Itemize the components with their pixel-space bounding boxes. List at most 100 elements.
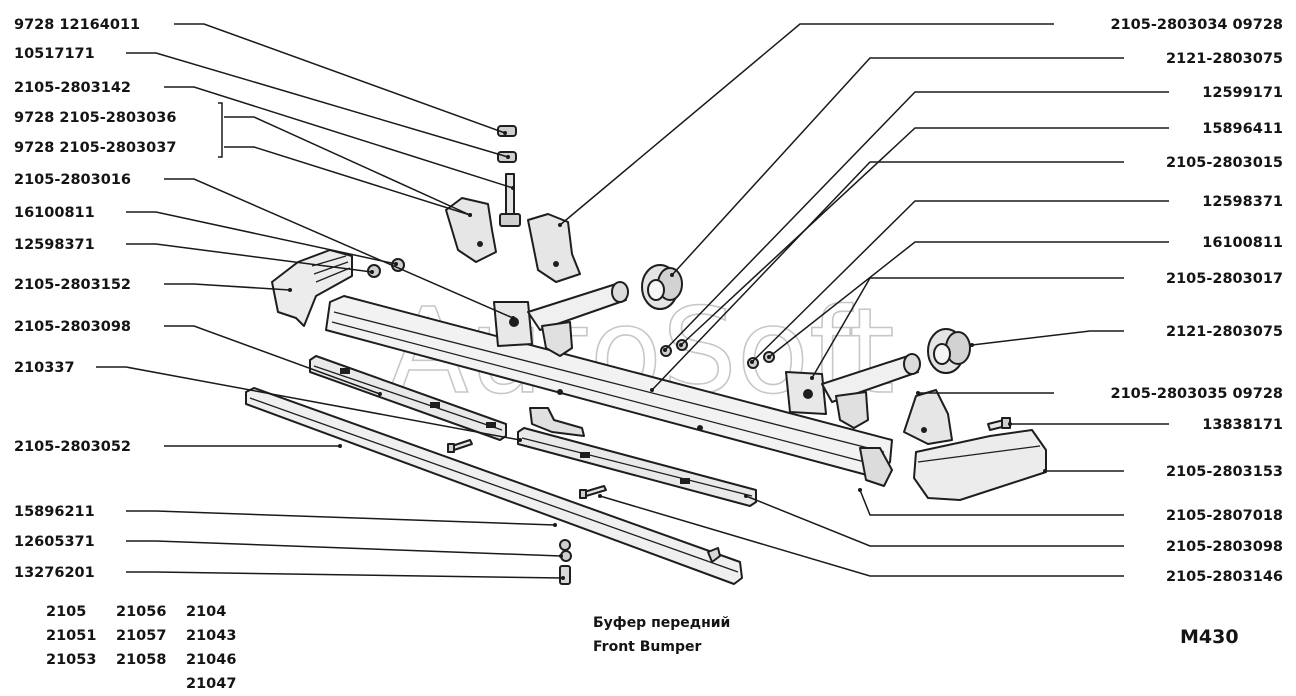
model-col2-item: 21056 <box>116 604 166 620</box>
part-number-label: 12598371 <box>1202 194 1283 210</box>
loose-bolts <box>447 417 1011 499</box>
bumper-beam <box>325 295 893 487</box>
part-number-label: 2105-2803035 09728 <box>1111 386 1284 402</box>
part-number-label: 15896411 <box>1202 121 1283 137</box>
leader-dot <box>750 360 754 364</box>
leader-dot <box>679 343 683 347</box>
part-number-label: 15896211 <box>14 504 95 520</box>
leader-dot <box>650 388 654 392</box>
part-number-label: 2121-2803075 <box>1166 324 1283 340</box>
leader-dot <box>767 355 771 359</box>
leaders-right: 2105-2803034 097282121-28030751259917115… <box>558 17 1283 585</box>
leader-line <box>745 495 1124 547</box>
leader-dot <box>561 576 565 580</box>
leader-dot <box>1008 422 1012 426</box>
model-col3-item: 21046 <box>186 652 236 668</box>
leader-line <box>224 116 471 216</box>
part-number-label: 2121-2803075 <box>1166 51 1283 67</box>
part-number-label: 2105-2803052 <box>14 439 131 455</box>
leader-line <box>126 52 509 158</box>
model-col2-item: 21057 <box>116 628 166 644</box>
leader-line <box>671 57 1124 276</box>
leader-line <box>768 241 1169 358</box>
model-col1-item: 2105 <box>46 604 86 620</box>
leader-line <box>971 330 1124 346</box>
center-top-bracket <box>527 213 581 283</box>
leader-line <box>126 243 373 273</box>
leader-line <box>680 127 1169 346</box>
part-number-label: 2105-2803152 <box>14 277 131 293</box>
left-trim-strip <box>309 355 507 441</box>
leader-dot <box>506 155 510 159</box>
leader-dot <box>394 262 398 266</box>
leader-line <box>651 161 1124 391</box>
leader-line <box>599 495 1124 577</box>
leader-dot <box>670 273 674 277</box>
part-number-label: 16100811 <box>1202 235 1283 251</box>
leader-line <box>859 489 1124 516</box>
leader-line <box>224 146 471 216</box>
leader-line <box>126 211 397 265</box>
model-col3-item: 21043 <box>186 628 236 644</box>
left-top-bracket <box>445 197 497 263</box>
right-trim-strip <box>517 427 757 507</box>
leader-dot <box>663 348 667 352</box>
leader-line <box>164 283 291 291</box>
leader-dot <box>503 131 507 135</box>
part-number-label: 9728 12164011 <box>14 17 140 33</box>
leader-line <box>126 540 562 557</box>
part-number-label: 9728 2105-2803037 <box>14 140 176 156</box>
leader-dot <box>553 523 557 527</box>
leader-dot <box>744 494 748 498</box>
leader-dot <box>598 494 602 498</box>
part-number-label: 9728 2105-2803036 <box>14 110 176 126</box>
part-number-label: 2105-2807018 <box>1166 508 1283 524</box>
part-number-label: 2105-2803098 <box>1166 539 1283 555</box>
center-bracket <box>529 407 585 437</box>
leader-dot <box>810 376 814 380</box>
leader-line <box>751 200 1169 363</box>
leader-line <box>811 277 1124 379</box>
rubber-buffer-right <box>927 328 971 374</box>
leader-dot <box>970 343 974 347</box>
part-number-label: 12598371 <box>14 237 95 253</box>
part-number-label: 210337 <box>14 360 75 376</box>
leader-dot <box>858 488 862 492</box>
leader-line <box>164 178 514 319</box>
part-number-label: 2105-2803142 <box>14 80 131 96</box>
lower-moulding-strip <box>245 387 743 585</box>
leader-line <box>174 23 506 134</box>
leader-dot <box>468 213 472 217</box>
part-number-label: 2105-2803015 <box>1166 155 1283 171</box>
leader-line <box>126 510 556 526</box>
leader-dot <box>288 288 292 292</box>
right-lower-bracket <box>903 389 953 445</box>
model-list: 2105 21051 21053 21056 21057 21058 2104 … <box>46 604 236 692</box>
caption-russian: Буфер передний <box>593 615 730 631</box>
figure-code: M430 <box>1180 626 1239 648</box>
leader-dot <box>518 438 522 442</box>
leader-dot <box>511 316 515 320</box>
leader-dot <box>558 223 562 227</box>
top-bolt-and-nuts <box>497 125 521 227</box>
part-number-label: 2105-2803034 09728 <box>1111 17 1284 33</box>
leader-dot <box>1043 469 1047 473</box>
leader-dot <box>378 392 382 396</box>
label-group-bracket <box>218 102 223 158</box>
leader-line <box>559 23 1054 226</box>
part-number-label: 2105-2803016 <box>14 172 131 188</box>
part-number-label: 13838171 <box>1202 417 1283 433</box>
model-col1-item: 21051 <box>46 628 96 644</box>
right-mount-bracket <box>785 353 921 429</box>
leader-line <box>164 86 514 189</box>
leader-dot <box>559 554 563 558</box>
part-number-label: 13276201 <box>14 565 95 581</box>
leader-dot <box>370 270 374 274</box>
leader-line <box>96 366 521 441</box>
part-number-label: 12605371 <box>14 534 95 550</box>
part-number-label: 2105-2803153 <box>1166 464 1283 480</box>
leader-line <box>126 571 564 579</box>
leader-dot <box>511 186 515 190</box>
